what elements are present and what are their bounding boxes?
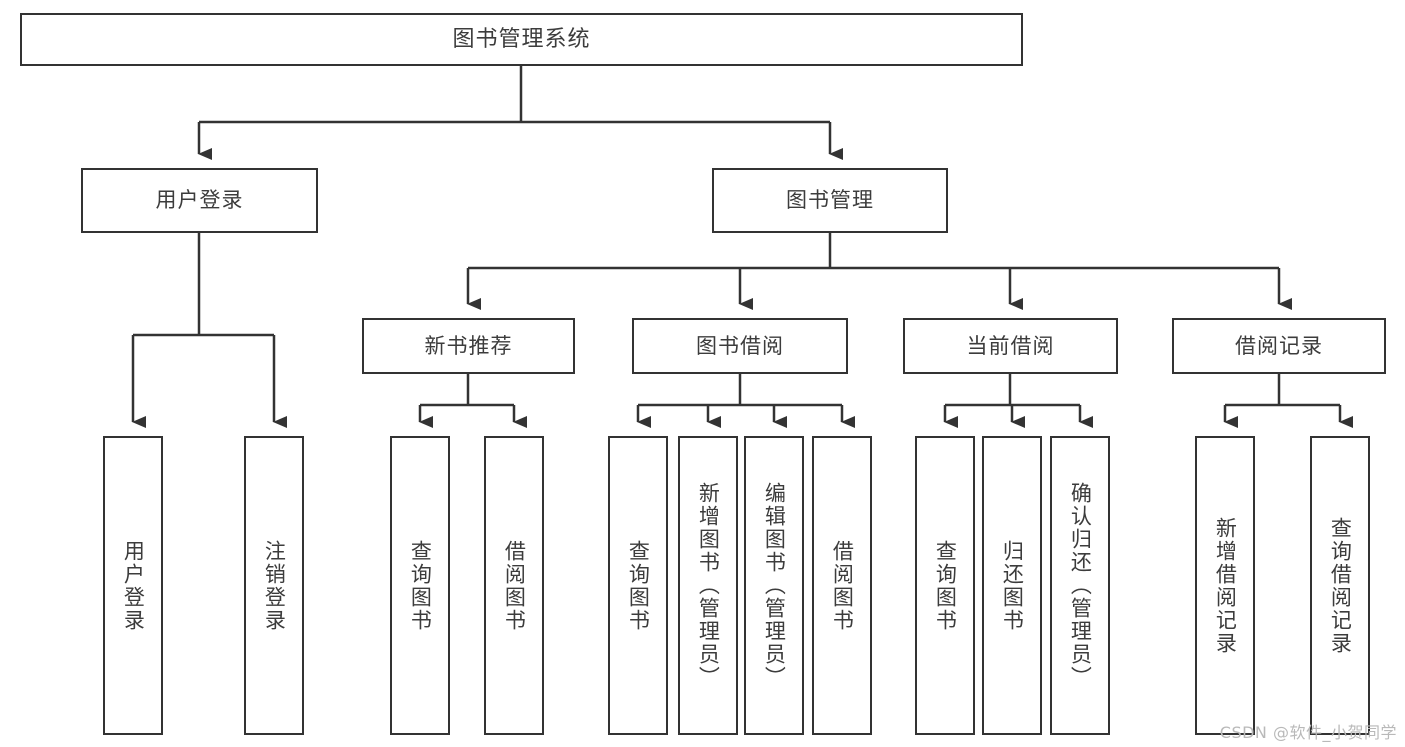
node-new-book-rec[interactable]: 新书推荐 <box>362 318 575 374</box>
watermark-text: CSDN @软件_小贺同学 <box>1219 723 1397 742</box>
node-new-book-rec-label: 新书推荐 <box>424 333 513 358</box>
node-leaf-query-book-3-label: 查询图书 <box>933 539 958 632</box>
node-root-title[interactable]: 图书管理系统 <box>20 13 1023 66</box>
node-root-label: 图书管理系统 <box>452 26 591 52</box>
node-leaf-return-book-label: 归还图书 <box>1000 539 1025 632</box>
node-leaf-borrow-book-1-label: 借阅图书 <box>502 539 527 632</box>
node-leaf-user-logout-label: 注销登录 <box>262 539 287 632</box>
node-book-manage[interactable]: 图书管理 <box>712 168 948 233</box>
node-leaf-query-record-label: 查询借阅记录 <box>1328 516 1353 655</box>
node-book-manage-label: 图书管理 <box>786 188 874 213</box>
node-current-borrow-label: 当前借阅 <box>966 333 1055 358</box>
node-leaf-edit-book[interactable]: 编辑图书（管理员） <box>744 436 804 735</box>
node-book-borrow-label: 图书借阅 <box>696 333 784 358</box>
node-leaf-confirm-return[interactable]: 确认归还（管理员） <box>1050 436 1110 735</box>
node-leaf-add-record[interactable]: 新增借阅记录 <box>1195 436 1255 735</box>
node-leaf-borrow-book-2-label: 借阅图书 <box>830 539 855 632</box>
node-leaf-confirm-return-label: 确认归还（管理员） <box>1068 482 1093 689</box>
node-leaf-query-book-1-label: 查询图书 <box>408 539 433 632</box>
node-borrow-record-label: 借阅记录 <box>1235 333 1323 358</box>
node-leaf-query-book-2[interactable]: 查询图书 <box>608 436 668 735</box>
node-leaf-query-book-2-label: 查询图书 <box>626 539 651 632</box>
node-leaf-user-logout[interactable]: 注销登录 <box>244 436 304 735</box>
node-user-login-label: 用户登录 <box>155 188 244 213</box>
node-borrow-record[interactable]: 借阅记录 <box>1172 318 1386 374</box>
node-leaf-query-book-3[interactable]: 查询图书 <box>915 436 975 735</box>
node-leaf-add-book[interactable]: 新增图书（管理员） <box>678 436 738 735</box>
node-leaf-query-record[interactable]: 查询借阅记录 <box>1310 436 1370 735</box>
node-leaf-edit-book-label: 编辑图书（管理员） <box>762 482 787 689</box>
node-current-borrow[interactable]: 当前借阅 <box>903 318 1118 374</box>
node-book-borrow[interactable]: 图书借阅 <box>632 318 848 374</box>
node-leaf-user-login-label: 用户登录 <box>121 539 146 632</box>
node-leaf-borrow-book-1[interactable]: 借阅图书 <box>484 436 544 735</box>
node-user-login[interactable]: 用户登录 <box>81 168 318 233</box>
node-leaf-add-book-label: 新增图书（管理员） <box>696 482 721 689</box>
node-leaf-add-record-label: 新增借阅记录 <box>1213 516 1238 655</box>
node-leaf-borrow-book-2[interactable]: 借阅图书 <box>812 436 872 735</box>
node-leaf-return-book[interactable]: 归还图书 <box>982 436 1042 735</box>
node-leaf-user-login[interactable]: 用户登录 <box>103 436 163 735</box>
node-leaf-query-book-1[interactable]: 查询图书 <box>390 436 450 735</box>
